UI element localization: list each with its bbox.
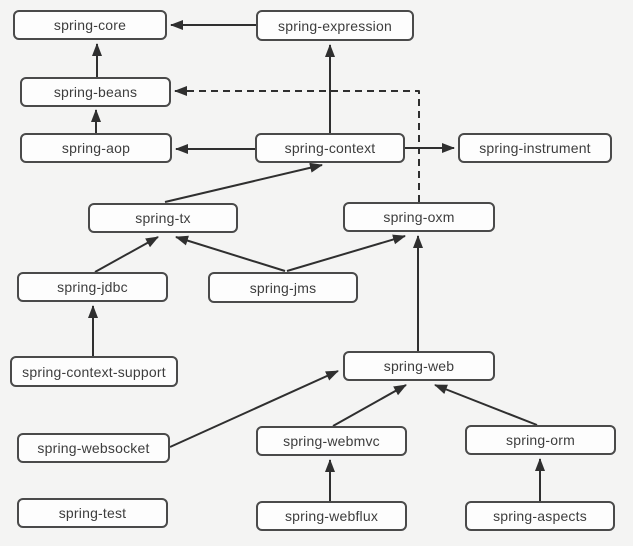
edge-spring-oxm-to-spring-beans bbox=[174, 86, 420, 202]
node-spring-core: spring-core bbox=[13, 10, 167, 40]
edge-spring-webmvc-to-spring-web bbox=[332, 384, 407, 427]
node-spring-oxm: spring-oxm bbox=[343, 202, 495, 232]
node-spring-beans: spring-beans bbox=[20, 77, 171, 107]
edge-spring-jms-to-spring-tx bbox=[175, 235, 286, 272]
node-spring-webmvc: spring-webmvc bbox=[256, 426, 407, 456]
node-spring-context: spring-context bbox=[255, 133, 405, 163]
edge-spring-jdbc-to-spring-tx bbox=[94, 236, 159, 273]
node-spring-jdbc: spring-jdbc bbox=[17, 272, 168, 302]
node-spring-orm: spring-orm bbox=[465, 425, 616, 455]
node-spring-test: spring-test bbox=[17, 498, 168, 528]
edge-spring-orm-to-spring-web bbox=[434, 384, 538, 426]
node-spring-web: spring-web bbox=[343, 351, 495, 381]
node-spring-tx: spring-tx bbox=[88, 203, 238, 233]
node-spring-websocket: spring-websocket bbox=[17, 433, 170, 463]
edge-spring-jms-to-spring-oxm bbox=[286, 234, 406, 272]
node-spring-webflux: spring-webflux bbox=[256, 501, 407, 531]
node-spring-context-support: spring-context-support bbox=[10, 356, 178, 387]
node-spring-aspects: spring-aspects bbox=[465, 501, 615, 531]
edge-spring-websocket-to-spring-web bbox=[169, 370, 339, 448]
node-spring-expression: spring-expression bbox=[256, 10, 414, 41]
node-spring-aop: spring-aop bbox=[20, 133, 172, 163]
node-spring-jms: spring-jms bbox=[208, 272, 358, 303]
node-spring-instrument: spring-instrument bbox=[458, 133, 612, 163]
edge-spring-tx-to-spring-context bbox=[164, 162, 323, 203]
